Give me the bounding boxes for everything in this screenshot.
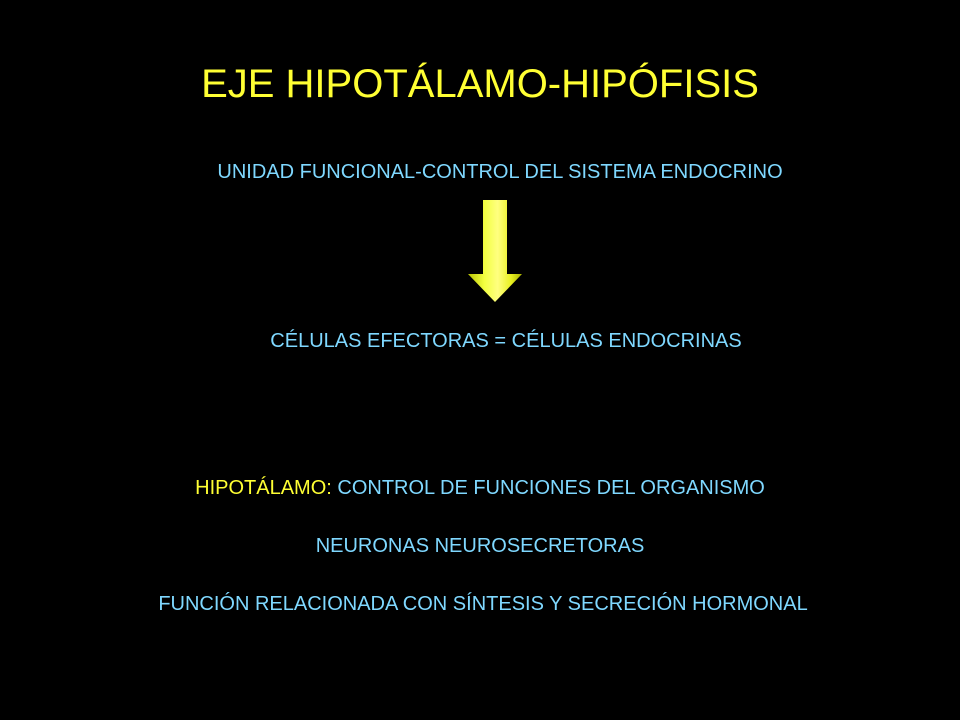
slide-subtitle: UNIDAD FUNCIONAL-CONTROL DEL SISTEMA END…: [217, 161, 783, 183]
function-text: FUNCIÓN RELACIONADA CON SÍNTESIS Y SECRE…: [158, 593, 808, 615]
slide-title: EJE HIPOTÁLAMO-HIPÓFISIS: [201, 62, 759, 106]
down-arrow-icon: [468, 200, 522, 302]
neurons-text: NEURONAS NEUROSECRETORAS: [315, 535, 645, 557]
hypothalamus-label: HIPOTÁLAMO:: [195, 477, 332, 499]
hypothalamus-description: CONTROL DE FUNCIONES DEL ORGANISMO: [331, 477, 765, 499]
effector-cells-text: CÉLULAS EFECTORAS = CÉLULAS ENDOCRINAS: [270, 330, 742, 352]
hypothalamus-line: HIPOTÁLAMO: CONTROL DE FUNCIONES DEL ORG…: [0, 476, 960, 500]
